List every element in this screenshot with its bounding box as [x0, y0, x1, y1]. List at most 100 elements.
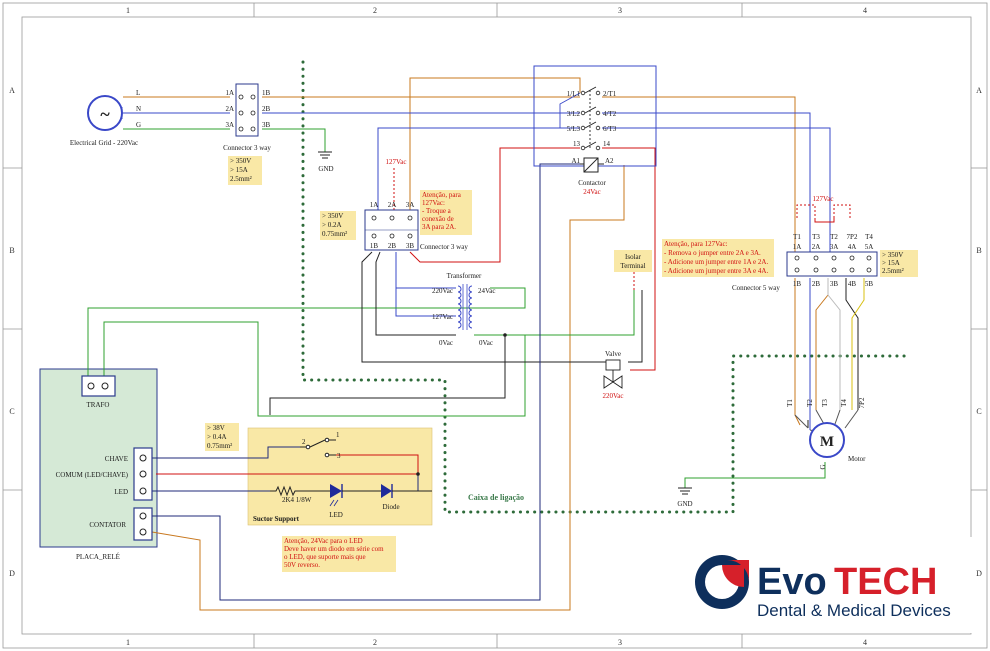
terminal-label: 7P2 [847, 233, 858, 241]
spec-note: > 0.2A [322, 221, 342, 229]
contactor-pin: 1/L1 [567, 90, 581, 98]
evotech-logo-icon [695, 555, 749, 609]
warning-line: Deve haver um diodo em série com [284, 545, 384, 553]
primary-tap: 0Vac [439, 339, 453, 347]
trafo-label: TRAFO [87, 401, 110, 409]
warning-line: Atenção, para 127Vac: [664, 240, 728, 248]
row-label: D [976, 569, 982, 578]
switch-pin: 3 [337, 452, 341, 460]
grid-labels: 1 2 3 4 1 2 3 4 A B C D A B C D [9, 6, 982, 647]
grid-source-label: Electrical Grid - 220Vac [70, 139, 138, 147]
contactor-pin: 14 [603, 140, 611, 148]
warning-line: conexão de [422, 215, 454, 223]
pin-label: 3B [406, 242, 415, 250]
pin-label: 2A [388, 201, 397, 209]
isolar-terminal: Isolar Terminal [614, 250, 652, 272]
connector-3way-top: 1A 2A 3A 1B 2B 3B Connector 3 way > 350V… [223, 83, 271, 185]
line-g-label: G [136, 121, 141, 129]
contactor-pin: 4/T2 [603, 110, 617, 118]
motor-lead: T4 [840, 399, 848, 407]
spec-note: > 0.4A [207, 433, 227, 441]
pin-label: 1B [262, 89, 271, 97]
pin-label: 5B [865, 280, 874, 288]
spec-note: 2.5mm² [230, 175, 252, 183]
valve-voltage: 220Vac [603, 392, 624, 400]
warning-line: - Troque a [422, 207, 452, 215]
relay-board-label: PLACA_RELÉ [76, 553, 120, 561]
connector-label: Connector 3 way [223, 144, 271, 152]
pin-label: 4A [848, 243, 857, 251]
primary-tap: 127Vac [432, 313, 453, 321]
jumper-label: 127Vac [813, 195, 834, 203]
valve-label: Valve [605, 350, 621, 358]
warning-line: Atenção, para [422, 191, 462, 199]
row-label: C [976, 407, 981, 416]
terminal-comum: COMUM (LED/CHAVE) [56, 471, 129, 479]
pin-label: 1B [793, 280, 802, 288]
motor-ground: G [819, 464, 827, 469]
warning-line: 50V reverso. [284, 561, 320, 569]
spec-note: > 38V [207, 424, 225, 432]
contactor-pin: 2/T1 [603, 90, 617, 98]
pin-label: 1A [370, 201, 379, 209]
spec-note: > 15A [882, 259, 900, 267]
row-label: B [976, 246, 981, 255]
evotech-logo: Evo TECH Dental & Medical Devices [670, 537, 972, 633]
transformer-label: Transformer [447, 272, 482, 280]
motor-lead: T3 [821, 399, 829, 407]
secondary-coil-icon [468, 285, 473, 329]
warning-line: - Adicione um jumper entre 1A e 2A. [664, 258, 768, 266]
terminal-label: T2 [830, 233, 838, 241]
pin-label: 2B [388, 242, 397, 250]
contactor-voltage: 24Vac [583, 188, 601, 196]
spec-note: > 15A [230, 166, 248, 174]
primary-coil-icon [457, 285, 462, 329]
warning-line: 127Vac: [422, 199, 445, 207]
col-label: 3 [618, 6, 622, 15]
gnd-bottom [678, 487, 692, 495]
spec-note: 0.75mm² [207, 442, 232, 450]
row-label: A [976, 86, 982, 95]
suctor-support-area [247, 427, 433, 526]
col-label: 3 [618, 638, 622, 647]
terminal-label: T4 [865, 233, 873, 241]
motor-lead: 7P2 [858, 397, 866, 408]
warning-line: - Adicione um jumper entre 3A e 4A. [664, 267, 768, 275]
line-n-label: N [136, 105, 141, 113]
contactor-label: Contactor [578, 179, 606, 187]
caixa-label: Caixa de ligação [468, 493, 524, 502]
warning-line: - Remova o jumper entre 2A e 3A. [664, 249, 761, 257]
spec-note: > 350V [230, 157, 251, 165]
pin-label: 2B [812, 280, 821, 288]
ac-source-icon: ~ [100, 104, 110, 124]
contactor: 1/L1 3/L2 5/L3 13 A1 2/T1 4/T2 6/T3 14 A… [533, 65, 657, 196]
terminal-chave: CHAVE [105, 455, 128, 463]
spec-note: 2.5mm² [882, 267, 904, 275]
contactor-pin: 13 [573, 140, 581, 148]
resistor-icon [270, 485, 330, 497]
col-label: 2 [373, 6, 377, 15]
contactor-pin: 6/T3 [603, 125, 617, 133]
motor: T1 T2 T3 T4 7P2 M Motor G [786, 397, 866, 469]
connector-label: Connector 3 way [420, 243, 468, 251]
motor-lead: T2 [806, 399, 814, 407]
pin-label: 2B [262, 105, 271, 113]
gnd-label: GND [677, 500, 692, 508]
junction-dots [416, 333, 507, 476]
contactor-pin: 5/L3 [567, 125, 581, 133]
contactor-pin: 3/L2 [567, 110, 581, 118]
logo-subtitle: Dental & Medical Devices [757, 601, 951, 620]
pin-label: 2A [812, 243, 821, 251]
valve: Valve 220Vac [603, 350, 624, 400]
contactor-pin: A1 [571, 157, 580, 165]
row-label: D [9, 569, 15, 578]
col-label: 4 [863, 638, 867, 647]
warning-line: Atenção, 24Vac para o LED [284, 537, 363, 545]
gnd-label: GND [318, 165, 333, 173]
diode-label: Diode [382, 503, 399, 511]
warning-line: o LED, que suporte mais que [284, 553, 366, 561]
pin-label: 1B [370, 242, 379, 250]
motor-icon: M [820, 434, 834, 450]
spec-note: > 350V [322, 212, 343, 220]
